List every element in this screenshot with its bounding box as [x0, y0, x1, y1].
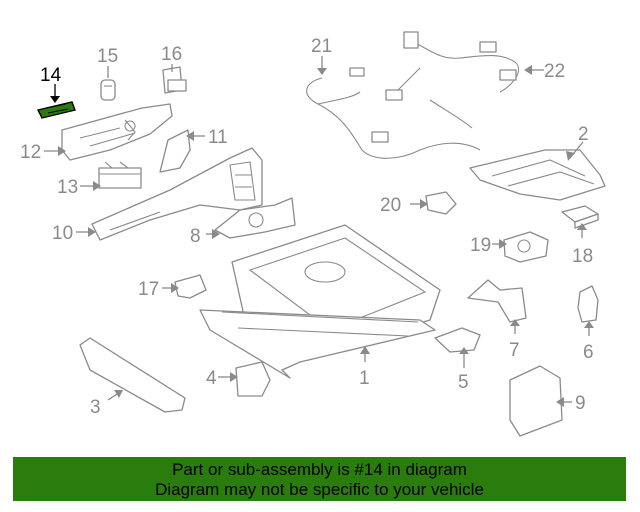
part-20-motor[interactable] [425, 191, 457, 215]
seat-parts-diagram: 14 15 16 12 13 11 10 [20, 31, 606, 437]
part-11-trim[interactable] [159, 129, 191, 173]
arrow-20 [420, 199, 428, 209]
arrow-6 [584, 321, 594, 328]
arrow-9 [556, 397, 564, 407]
part-5-cover[interactable] [434, 327, 481, 353]
part-4-cover[interactable] [235, 361, 271, 397]
part-10-inner-shield[interactable] [91, 147, 263, 241]
part-6-hook[interactable] [577, 285, 599, 323]
callout-8[interactable]: 8 [190, 226, 201, 247]
arrow-14 [50, 96, 60, 103]
arrow-10 [88, 227, 96, 237]
arrow-21 [317, 68, 327, 75]
callout-3[interactable]: 3 [90, 397, 101, 418]
arrow-1 [360, 346, 370, 354]
callout-13[interactable]: 13 [57, 177, 78, 198]
info-banner: Part or sub-assembly is #14 in diagram D… [13, 457, 626, 501]
callout-7[interactable]: 7 [509, 340, 520, 361]
arrow-13 [93, 181, 101, 191]
arrow-17 [171, 283, 179, 293]
callout-20[interactable]: 20 [380, 195, 401, 216]
part-13-bracket[interactable] [98, 161, 142, 189]
part-1-seat-frame[interactable] [199, 224, 441, 379]
banner-line-1: Part or sub-assembly is #14 in diagram [172, 460, 467, 479]
arrow-3 [114, 390, 123, 398]
part-2-heater-mat[interactable] [469, 149, 606, 201]
banner-line-2: Diagram may not be specific to your vehi… [155, 480, 484, 499]
callout-16[interactable]: 16 [161, 44, 182, 65]
part-9-side-cover[interactable] [509, 365, 563, 437]
arrow-18 [577, 223, 587, 230]
callout-17[interactable]: 17 [138, 279, 159, 300]
callout-1[interactable]: 1 [359, 368, 370, 389]
arrow-22 [524, 65, 532, 75]
callout-9[interactable]: 9 [575, 393, 586, 414]
part-21-wire-harness[interactable] [306, 67, 481, 159]
part-3-front-cover[interactable] [79, 337, 186, 413]
part-15-clip[interactable] [100, 79, 116, 101]
arrow-19 [499, 239, 507, 249]
arrow-7 [510, 319, 520, 326]
part-19-motor[interactable] [503, 231, 549, 263]
callout-12[interactable]: 12 [20, 142, 41, 163]
callout-2[interactable]: 2 [578, 124, 589, 145]
callout-5[interactable]: 5 [458, 372, 469, 393]
part-7-bracket[interactable] [467, 279, 527, 323]
callout-19[interactable]: 19 [470, 235, 491, 256]
callout-18[interactable]: 18 [572, 246, 593, 267]
callout-10[interactable]: 10 [52, 223, 73, 244]
callout-21[interactable]: 21 [311, 36, 332, 57]
part-8-lever-cover[interactable] [214, 197, 296, 239]
callout-15[interactable]: 15 [97, 46, 118, 67]
arrow-8 [212, 229, 220, 239]
part-17-bracket[interactable] [174, 274, 207, 299]
callout-4[interactable]: 4 [206, 368, 217, 389]
callout-22[interactable]: 22 [544, 61, 565, 82]
callout-6[interactable]: 6 [583, 342, 594, 363]
arrow-2 [566, 151, 575, 161]
callout-14[interactable]: 14 [40, 65, 62, 86]
arrow-5 [459, 347, 469, 354]
callout-11[interactable]: 11 [208, 127, 228, 148]
part-18-module[interactable] [561, 205, 599, 229]
arrow-12 [58, 146, 66, 156]
part-16-switch[interactable] [162, 66, 187, 94]
part-12-seat-shield[interactable] [61, 103, 173, 161]
part-22-wire-harness[interactable] [385, 31, 520, 129]
arrow-11 [186, 131, 194, 141]
arrow-4 [230, 372, 238, 382]
part-14-cover[interactable] [36, 101, 76, 119]
